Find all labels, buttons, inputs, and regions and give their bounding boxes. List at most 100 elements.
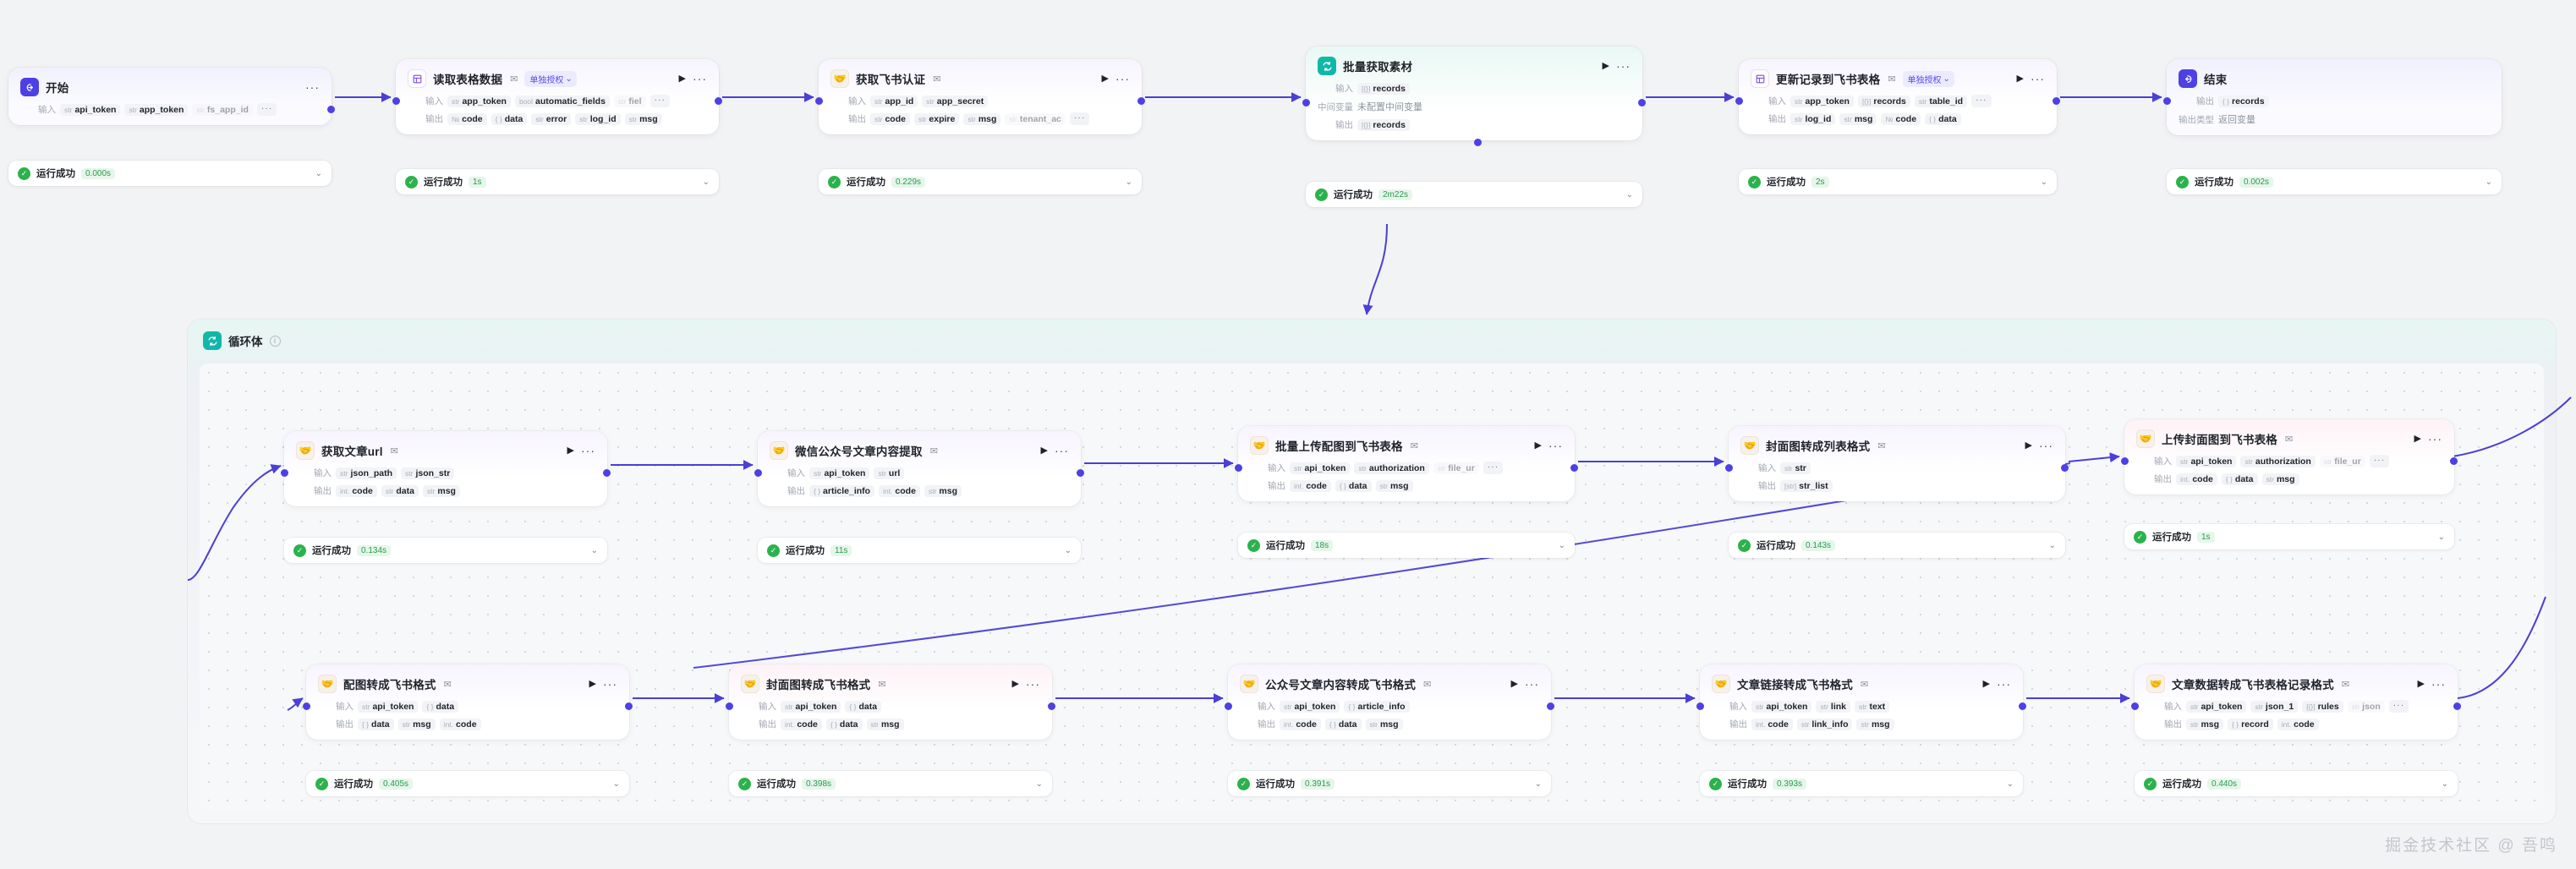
chevron-down-icon[interactable]: ⌄ (1625, 189, 1633, 199)
info-icon[interactable]: i (269, 335, 281, 347)
io-chip[interactable]: [{}]records (1857, 95, 1910, 107)
more-button[interactable]: ··· (1115, 72, 1130, 85)
io-chip[interactable]: [{}]rules (2302, 700, 2343, 713)
io-chip[interactable]: int.code (781, 718, 822, 730)
io-chip[interactable]: { }data (1925, 112, 1961, 125)
more-button[interactable]: ··· (1997, 677, 2011, 691)
more-button[interactable]: ··· (2428, 432, 2442, 445)
io-chip[interactable]: { }data (1335, 479, 1372, 492)
input-port[interactable] (2163, 97, 2171, 105)
loop-body-container[interactable]: 循环体 i (188, 320, 2556, 823)
output-port[interactable] (1048, 702, 1055, 710)
chevron-down-icon[interactable]: ⌄ (2441, 779, 2448, 789)
chevron-down-icon[interactable]: ⌄ (2040, 177, 2047, 187)
io-chip[interactable]: { }data (422, 700, 459, 713)
output-port[interactable] (2450, 457, 2458, 465)
input-port[interactable] (281, 469, 288, 477)
io-chip[interactable]: int.code (439, 718, 481, 730)
chevron-down-icon[interactable]: ⌄ (1064, 545, 1072, 555)
io-chip[interactable]: int.code (2277, 718, 2319, 730)
input-port[interactable] (1235, 464, 1242, 472)
io-chip[interactable]: { }data (845, 700, 882, 713)
run-button[interactable]: ▶ (2025, 440, 2032, 451)
more-button[interactable]: ··· (1055, 444, 1069, 457)
run-button[interactable]: ▶ (567, 445, 574, 456)
auth-badge[interactable]: 单独授权 ⌄ (1902, 70, 1954, 87)
io-chip[interactable]: { }data (358, 718, 394, 730)
io-chip[interactable]: int.code (2176, 473, 2217, 485)
input-port[interactable] (2121, 457, 2129, 465)
output-port[interactable] (625, 702, 633, 710)
io-chip[interactable]: { }record (2228, 718, 2273, 730)
run-button[interactable]: ▶ (589, 678, 596, 689)
io-chip[interactable]: { }article_info (1344, 700, 1410, 713)
run-button[interactable]: ▶ (1011, 678, 1019, 689)
output-port[interactable] (1137, 97, 1145, 105)
chevron-down-icon[interactable]: ⌄ (2006, 779, 2014, 789)
io-chip[interactable]: { }data (491, 112, 528, 125)
io-more-chip[interactable]: ··· (2388, 700, 2409, 713)
output-port[interactable] (327, 106, 335, 113)
output-port[interactable] (2019, 702, 2026, 710)
io-chip[interactable]: [{}]records (1357, 82, 1410, 95)
output-port[interactable] (1547, 702, 1554, 710)
io-chip[interactable]: { }data (2221, 473, 2258, 485)
more-button[interactable]: ··· (2039, 439, 2053, 452)
run-button[interactable]: ▶ (2016, 73, 2024, 84)
output-port[interactable] (1077, 469, 1084, 477)
chevron-down-icon[interactable]: ⌄ (702, 177, 710, 187)
input-port[interactable] (2131, 702, 2139, 710)
output-port[interactable] (1570, 464, 1578, 472)
input-port[interactable] (754, 469, 762, 477)
chevron-down-icon[interactable]: ⌄ (612, 779, 620, 789)
chevron-down-icon[interactable]: ⌄ (590, 545, 598, 555)
more-button[interactable]: ··· (1026, 677, 1040, 691)
io-more-chip[interactable]: ··· (1483, 462, 1504, 474)
output-port[interactable] (2453, 702, 2461, 710)
run-button[interactable]: ▶ (1534, 440, 1542, 451)
chevron-down-icon[interactable]: ⌄ (2048, 540, 2056, 550)
run-button[interactable]: ▶ (2414, 433, 2421, 444)
more-button[interactable]: ··· (305, 80, 320, 94)
output-port[interactable] (1638, 99, 1646, 107)
